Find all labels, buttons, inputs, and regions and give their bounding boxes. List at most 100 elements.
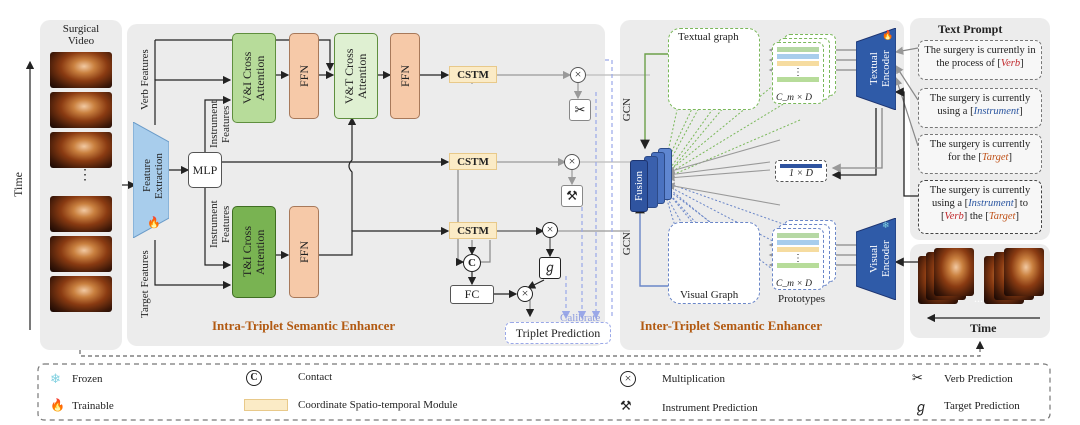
intra-title: Intra-Triplet Semantic Enhancer bbox=[212, 318, 396, 333]
prompt-target-word: Target bbox=[981, 152, 1009, 163]
prompt-triplet-mid1: ] to [ bbox=[941, 198, 1028, 222]
one-d-label: 1 × D bbox=[789, 168, 813, 179]
text-proto-dim: C_m × D bbox=[776, 93, 812, 103]
prompt-instrument-pre: The surgery is currently using a [ bbox=[929, 93, 1031, 117]
feature-extraction-label: Feature Extraction bbox=[141, 153, 165, 199]
legend-instrument-prediction: Instrument Prediction bbox=[662, 402, 758, 414]
video-frame-1 bbox=[50, 52, 112, 88]
concat-legend-icon: C bbox=[246, 370, 262, 386]
multiply-icon-target: × bbox=[542, 222, 558, 238]
video-frame-4 bbox=[50, 196, 112, 232]
triplet-prediction-label: Triplet Prediction bbox=[515, 325, 601, 340]
cstm-top: CSTM bbox=[449, 66, 497, 83]
multiply-icon-verb: × bbox=[570, 67, 586, 83]
textual-encoder: Textual Encoder 🔥 bbox=[856, 28, 896, 110]
prompt-verb-word: Verb bbox=[1000, 58, 1021, 69]
vi-cross-attention: V&I Cross Attention bbox=[232, 33, 276, 123]
prompt-triplet-mid2: ] the [ bbox=[963, 211, 989, 222]
instrument-features-bottom-label: Instrument Features bbox=[208, 200, 232, 248]
gcn-bottom-label: GCN bbox=[621, 232, 633, 256]
prompt-target: The surgery is currently for the [Target… bbox=[918, 134, 1042, 174]
video-ellipsis: ⋮ bbox=[78, 168, 92, 183]
prompt-instrument-post: ] bbox=[1019, 106, 1023, 117]
prompt-triplet: The surgery is currently using a [Instru… bbox=[918, 180, 1042, 234]
prompt-instrument-word: Instrument bbox=[973, 106, 1020, 117]
prompt-triplet-instrument: Instrument bbox=[968, 198, 1014, 209]
video-frame-6 bbox=[50, 276, 112, 312]
mlp-label: MLP bbox=[192, 162, 218, 177]
legend-cstm: Coordinate Spatio-temporal Module bbox=[298, 399, 458, 411]
flame-icon-legend: 🔥 bbox=[50, 398, 65, 412]
prompt-verb-post: ] bbox=[1020, 58, 1024, 69]
ffn-top-2-label: FFN bbox=[397, 64, 412, 87]
vt-cross-label: V&T Cross Attention bbox=[342, 48, 369, 104]
legend-target-prediction: Target Prediction bbox=[944, 400, 1020, 412]
text-proto-front: ⋮ bbox=[772, 42, 824, 104]
flame-icon-text-encoder: 🔥 bbox=[882, 30, 894, 40]
gcn-top-label: GCN bbox=[621, 98, 633, 122]
fusion-block: Fusion bbox=[630, 160, 648, 212]
fc-box: FC bbox=[450, 285, 494, 304]
legend-verb-prediction: Verb Prediction bbox=[944, 373, 1013, 385]
textual-graph-label: Textual graph bbox=[678, 31, 739, 43]
snowflake-icon: ❄ bbox=[50, 371, 61, 386]
concat-symbol: C bbox=[463, 254, 481, 272]
prompt-triplet-target: Target bbox=[988, 211, 1016, 222]
inter-title: Inter-Triplet Semantic Enhancer bbox=[640, 318, 822, 333]
feature-extraction-block: Feature Extraction 🔥 bbox=[133, 122, 169, 238]
fc-label: FC bbox=[464, 287, 480, 301]
ffn-bottom-label: FFN bbox=[296, 240, 311, 263]
visual-graph-box bbox=[668, 222, 760, 304]
prompt-panel-title: Text Prompt bbox=[938, 22, 1003, 36]
instrument-features-top-label: Instrument Features bbox=[208, 100, 232, 148]
triplet-prediction-box: Triplet Prediction bbox=[505, 322, 611, 344]
prompt-triplet-pre: The surgery is currently using a [ bbox=[929, 185, 1031, 209]
instrument-prediction-icon: ⚒ bbox=[561, 185, 583, 207]
cstm-bottom: CSTM bbox=[449, 222, 497, 239]
concat-label: C bbox=[468, 257, 476, 269]
legend-multiplication: Multiplication bbox=[662, 373, 725, 385]
visual-proto-front: ⋮ bbox=[772, 228, 824, 290]
verb-prediction-icon: ✂ bbox=[569, 99, 591, 121]
ti-cross-attention: T&I Cross Attention bbox=[232, 206, 276, 298]
prompt-target-post: ] bbox=[1008, 152, 1012, 163]
prompt-instrument: The surgery is currently using a [Instru… bbox=[918, 88, 1042, 128]
multiply-icon-instrument: × bbox=[564, 154, 580, 170]
visual-input-time-label: Time bbox=[970, 321, 997, 335]
textual-encoder-label: Textual Encoder bbox=[868, 50, 892, 88]
textual-graph-box bbox=[668, 28, 760, 110]
prompt-verb: The surgery is currently in the process … bbox=[918, 40, 1042, 80]
vi-cross-label: V&I Cross Attention bbox=[240, 51, 267, 105]
visual-encoder-label: Visual Encoder bbox=[868, 240, 892, 278]
ffn-top-1-label: FFN bbox=[296, 64, 311, 87]
ffn-top-1: FFN bbox=[289, 33, 319, 119]
prompt-triplet-post: ] bbox=[1015, 211, 1019, 222]
prompt-triplet-verb: Verb bbox=[944, 211, 964, 222]
vt-cross-attention: V&T Cross Attention bbox=[334, 33, 378, 119]
visual-encoder: Visual Encoder ❄ bbox=[856, 218, 896, 300]
multiply-icon-final: × bbox=[517, 286, 533, 302]
legend-contact: Contact bbox=[298, 371, 333, 383]
target-prediction-icon: ℊ bbox=[539, 257, 561, 279]
cstm-middle: CSTM bbox=[449, 153, 497, 170]
verb-features-label: Verb Features bbox=[139, 49, 151, 111]
prompt-verb-pre: The surgery is currently in the process … bbox=[924, 45, 1036, 69]
instrument-legend-icon: ⚒ bbox=[620, 398, 632, 413]
snowflake-icon-visual-encoder: ❄ bbox=[882, 220, 890, 230]
visual-input-frame-3 bbox=[934, 248, 974, 296]
cstm-legend-swatch bbox=[244, 399, 288, 411]
prototypes-label: Prototypes bbox=[778, 293, 826, 305]
legend-trainable: Trainable bbox=[72, 400, 114, 412]
fusion-label: Fusion bbox=[632, 171, 645, 201]
target-features-label: Target Features bbox=[139, 250, 151, 318]
visual-graph-label: Visual Graph bbox=[680, 289, 739, 301]
calibrate-label: Calibrate bbox=[560, 312, 601, 324]
video-frame-2 bbox=[50, 92, 112, 128]
ffn-bottom: FFN bbox=[289, 206, 319, 298]
mlp-box: MLP bbox=[188, 152, 222, 188]
visual-input-ellipsis: ... bbox=[974, 291, 983, 305]
video-frame-5 bbox=[50, 236, 112, 272]
video-frame-3 bbox=[50, 132, 112, 168]
flame-icon: 🔥 bbox=[147, 217, 161, 229]
